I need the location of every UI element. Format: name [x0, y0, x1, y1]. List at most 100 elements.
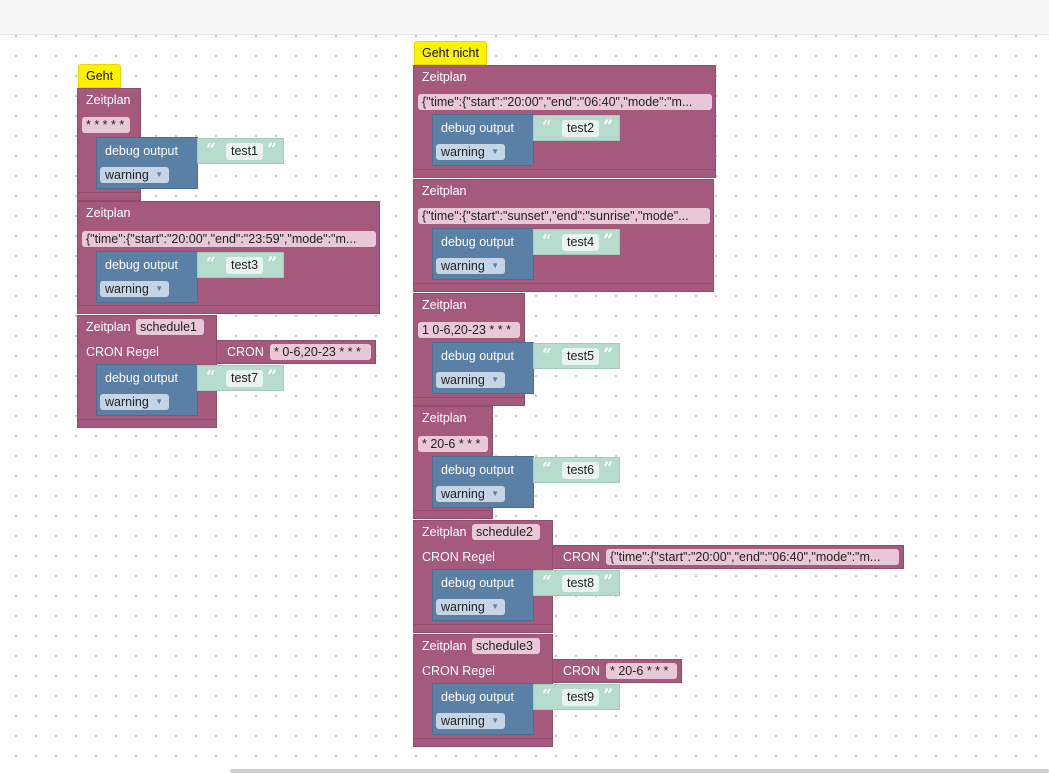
- log-level-dropdown[interactable]: warning ▼: [436, 372, 505, 388]
- dropdown-arrow-icon: ▼: [491, 716, 499, 725]
- schedule-name-field[interactable]: schedule2: [472, 524, 540, 540]
- log-level-dropdown[interactable]: warning▼: [436, 258, 505, 274]
- text-value[interactable]: test6: [562, 462, 600, 479]
- schedule-pattern-field[interactable]: * 20-6 * * *: [418, 436, 488, 452]
- schedule-title: Zeitplan: [422, 70, 467, 84]
- schedule-pattern-field[interactable]: {"time":{"start":"20:00","end":"06:40","…: [418, 94, 712, 110]
- text-value[interactable]: test9: [562, 689, 600, 706]
- log-level-value: warning: [441, 145, 485, 159]
- cron-label: CRON: [563, 664, 600, 678]
- log-level-dropdown[interactable]: warning ▼: [436, 486, 505, 502]
- cron-block[interactable]: CRON * 20-6 * * *: [552, 659, 682, 683]
- dropdown-arrow-icon: ▼: [491, 375, 499, 384]
- cron-value-field[interactable]: * 20-6 * * *: [606, 663, 677, 679]
- log-level-value: warning: [441, 373, 485, 387]
- cron-rule-label: CRON Regel: [422, 550, 495, 564]
- debug-output-block[interactable]: debug output warning ▼: [432, 569, 534, 621]
- open-quote-icon: “: [206, 140, 216, 160]
- text-value[interactable]: test4: [562, 234, 600, 251]
- schedule-pattern-field[interactable]: {"time":{"start":"sunset","end":"sunrise…: [418, 208, 710, 224]
- schedule-pattern-field[interactable]: * * * * *: [82, 117, 130, 133]
- cron-block[interactable]: CRON {"time":{"start":"20:00","end":"06:…: [552, 545, 904, 569]
- open-quote-icon: “: [542, 117, 552, 137]
- cron-rule-label: CRON Regel: [422, 664, 495, 678]
- schedule-title: Zeitplan: [86, 93, 131, 107]
- text-block[interactable]: “ test2 ”: [533, 115, 620, 141]
- debug-output-block[interactable]: debug output warning▼: [432, 114, 534, 166]
- debug-output-label: debug output: [441, 463, 514, 477]
- log-level-value: warning: [441, 714, 485, 728]
- log-level-value: warning: [105, 395, 149, 409]
- text-block[interactable]: “ test4 ”: [533, 229, 620, 255]
- schedule-title: Zeitplan: [422, 639, 467, 653]
- schedule-title: Zeitplan: [422, 298, 467, 312]
- horizontal-scrollbar[interactable]: [230, 769, 1049, 773]
- debug-output-block[interactable]: debug output warning▼: [96, 251, 198, 303]
- debug-output-label: debug output: [105, 258, 178, 272]
- close-quote-icon: ”: [603, 231, 613, 251]
- top-toolbar: [0, 0, 1049, 35]
- close-quote-icon: ”: [603, 117, 613, 137]
- open-quote-icon: “: [542, 686, 552, 706]
- schedule-title: Zeitplan: [86, 206, 131, 220]
- schedule-block-foot: [413, 397, 525, 406]
- schedule-block-foot: [413, 283, 714, 292]
- schedule-block-foot: [413, 738, 553, 747]
- log-level-dropdown[interactable]: warning▼: [436, 144, 505, 160]
- log-level-dropdown[interactable]: warning▼: [100, 394, 169, 410]
- open-quote-icon: “: [542, 231, 552, 251]
- text-block[interactable]: “ test3 ”: [197, 252, 284, 278]
- debug-output-label: debug output: [105, 144, 178, 158]
- schedule-name-field[interactable]: schedule3: [472, 638, 540, 654]
- close-quote-icon: ”: [267, 254, 277, 274]
- text-value[interactable]: test3: [226, 257, 264, 274]
- schedule-title: Zeitplan: [422, 411, 467, 425]
- text-value[interactable]: test2: [562, 120, 600, 137]
- log-level-dropdown[interactable]: warning ▼: [436, 713, 505, 729]
- debug-output-label: debug output: [105, 371, 178, 385]
- dropdown-arrow-icon: ▼: [491, 602, 499, 611]
- hat-label: Geht nicht: [422, 46, 479, 60]
- cron-label: CRON: [227, 345, 264, 359]
- hat-geht-nicht[interactable]: Geht nicht: [414, 41, 487, 65]
- text-block[interactable]: “ test6 ”: [533, 457, 620, 483]
- text-block[interactable]: “ test9 ”: [533, 684, 620, 710]
- text-block[interactable]: “ test7 ”: [197, 365, 284, 391]
- schedule-block-foot: [77, 305, 380, 314]
- schedule-pattern-field[interactable]: {"time":{"start":"20:00","end":"23:59","…: [82, 231, 376, 247]
- debug-output-block[interactable]: debug output warning ▼: [432, 456, 534, 508]
- close-quote-icon: ”: [603, 459, 613, 479]
- debug-output-block[interactable]: debug output warning▼: [432, 342, 534, 394]
- debug-output-block[interactable]: debug output warning▼: [96, 364, 198, 416]
- schedule-pattern-field[interactable]: 1 0-6,20-23 * * *: [418, 322, 520, 338]
- hat-geht[interactable]: Geht: [78, 64, 122, 88]
- text-block[interactable]: “ test5 ”: [533, 343, 620, 369]
- log-level-dropdown[interactable]: warning▼: [100, 281, 169, 297]
- debug-output-label: debug output: [441, 576, 514, 590]
- dropdown-arrow-icon: ▼: [491, 489, 499, 498]
- cron-block[interactable]: CRON * 0-6,20-23 * * *: [216, 340, 376, 364]
- debug-output-block[interactable]: debug output warning▼: [432, 228, 534, 280]
- cron-value-field[interactable]: * 0-6,20-23 * * *: [270, 344, 371, 360]
- log-level-value: warning: [105, 168, 149, 182]
- cron-rule-label: CRON Regel: [86, 345, 159, 359]
- log-level-dropdown[interactable]: warning ▼: [436, 599, 505, 615]
- debug-output-label: debug output: [441, 235, 514, 249]
- debug-output-block[interactable]: debug output warning▼: [432, 683, 534, 735]
- text-value[interactable]: test8: [562, 575, 600, 592]
- log-level-value: warning: [441, 487, 485, 501]
- schedule-block-foot: [413, 624, 553, 633]
- schedule-name-field[interactable]: schedule1: [136, 319, 204, 335]
- open-quote-icon: “: [206, 254, 216, 274]
- debug-output-block[interactable]: debug output warning▼: [96, 137, 198, 189]
- text-value[interactable]: test1: [226, 143, 264, 160]
- log-level-dropdown[interactable]: warning▼: [100, 167, 169, 183]
- text-value[interactable]: test5: [562, 348, 600, 365]
- cron-value-field[interactable]: {"time":{"start":"20:00","end":"06:40","…: [606, 549, 899, 565]
- text-block[interactable]: “ test8 ”: [533, 570, 620, 596]
- text-block[interactable]: “ test1 ”: [197, 138, 284, 164]
- open-quote-icon: “: [542, 459, 552, 479]
- schedule-title: Zeitplan: [422, 525, 467, 539]
- log-level-value: warning: [441, 600, 485, 614]
- text-value[interactable]: test7: [226, 370, 264, 387]
